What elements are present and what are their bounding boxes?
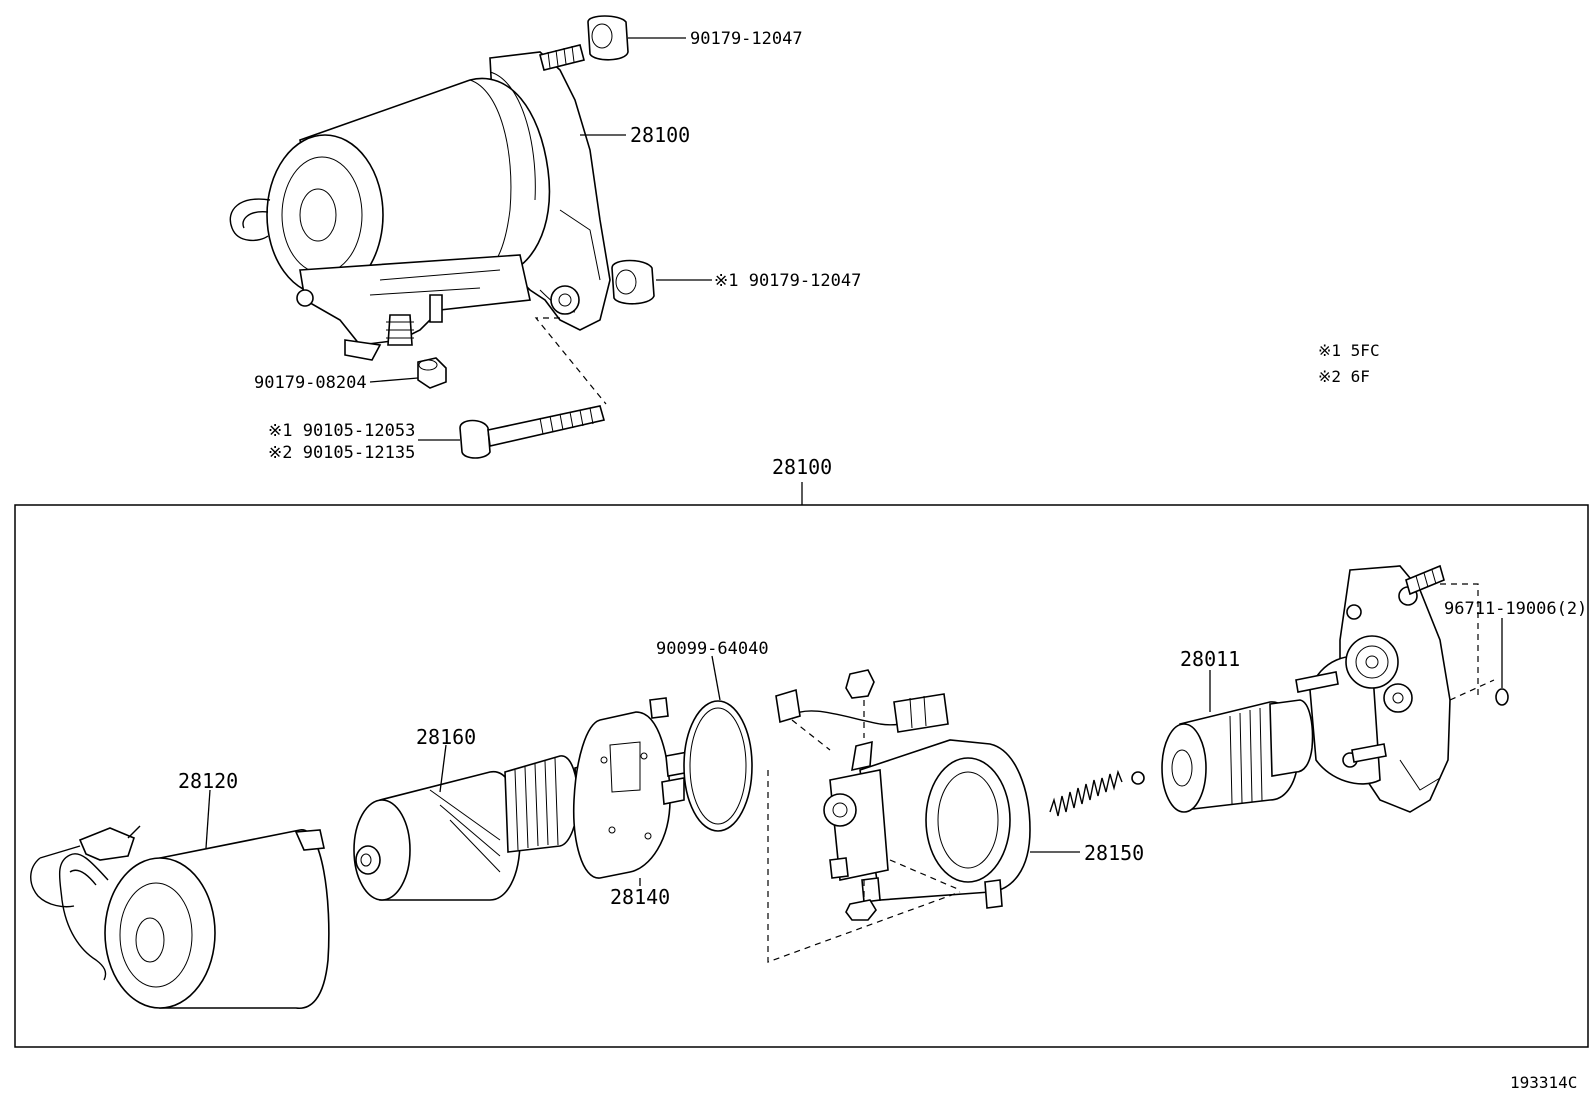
label-28011: 28011	[1180, 647, 1240, 671]
part-28140-brush-holder	[572, 697, 691, 879]
figure-id: 193314C	[1510, 1073, 1577, 1092]
label-28160: 28160	[416, 725, 476, 749]
label-96711-19006: 96711-19006(2)	[1444, 599, 1587, 619]
label-28120: 28120	[178, 769, 238, 793]
top-leaders	[369, 37, 712, 441]
part-drive-housing	[1295, 564, 1451, 813]
note-2: ※2 6F	[1318, 367, 1370, 386]
exploded-view-frame	[14, 504, 1589, 1048]
part-90099-64040-o-ring	[683, 700, 753, 832]
part-28120-yoke	[30, 825, 330, 1009]
label-28100-frame: 28100	[772, 455, 832, 479]
part-28150-solenoid	[775, 669, 1031, 921]
part-28011-clutch	[1161, 699, 1314, 813]
label-90105-12135: ※2 90105-12135	[268, 443, 415, 463]
note-1: ※1 5FC	[1318, 341, 1380, 360]
label-28150: 28150	[1084, 841, 1144, 865]
label-90105-12053: ※1 90105-12053	[268, 421, 415, 441]
label-90179-08204: 90179-08204	[254, 373, 367, 393]
part-spring-and-ball	[1049, 769, 1145, 817]
part-96711-19006-o-ring	[1495, 688, 1509, 706]
label-90179-12047-top: 90179-12047	[690, 29, 803, 49]
label-28140: 28140	[610, 885, 670, 909]
label-90099-64040: 90099-64040	[656, 639, 769, 659]
label-28100-top: 28100	[630, 123, 690, 147]
label-90179-12047-mid: ※1 90179-12047	[714, 271, 861, 291]
starter-assembly-drawing	[229, 15, 655, 459]
part-28160-armature	[353, 755, 593, 901]
